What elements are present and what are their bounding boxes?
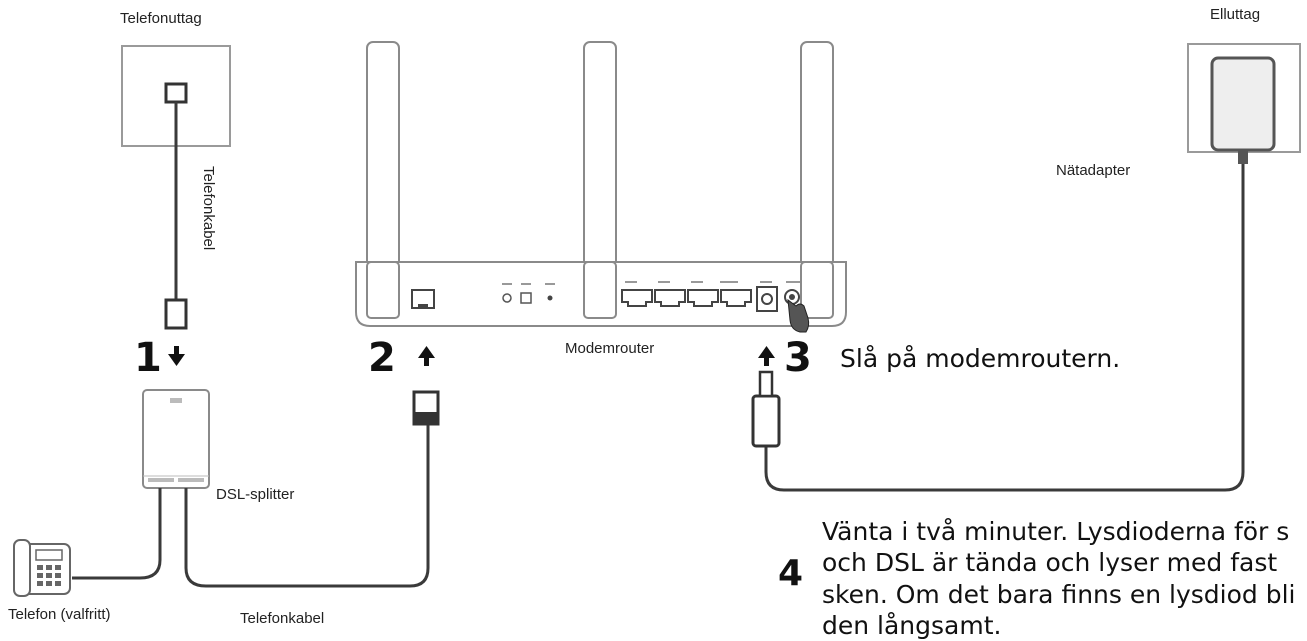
label-phone-cable-vertical: Telefonkabel — [200, 166, 217, 251]
power-cable — [764, 164, 1245, 492]
router-dsl-plug — [412, 390, 440, 426]
hand-pointer-icon — [787, 298, 810, 333]
step-4-text: Vänta i två minuter. Lysdioderna för s o… — [822, 516, 1295, 641]
step-number-3: 3 — [784, 335, 812, 381]
step-3-text: Slå på modemroutern. — [840, 344, 1121, 373]
label-telefonuttag: Telefonuttag — [120, 10, 202, 27]
step-number-1: 1 — [134, 335, 162, 381]
step-4-line: och DSL är tända och lyser med fast — [822, 548, 1278, 578]
label-phone-cable-bottom: Telefonkabel — [240, 610, 325, 627]
dsl-splitter — [142, 389, 210, 489]
telephone-icon — [13, 539, 71, 597]
cable-to-phone — [72, 488, 162, 580]
router-lan-ports — [621, 289, 752, 307]
label-elluttag: Elluttag — [1210, 6, 1261, 23]
arrow-down-icon — [168, 346, 185, 366]
step-4-line: Vänta i två minuter. Lysdioderna för s — [822, 517, 1290, 546]
label-dsl-splitter: DSL-splitter — [216, 486, 295, 503]
arrow-up-icon — [758, 346, 775, 366]
cable-splitter-to-router — [184, 422, 430, 588]
phone-cable-to-splitter — [164, 102, 188, 330]
step-4-line: sken. Om det bara finns en lysdiod bli — [822, 579, 1296, 609]
power-plug — [751, 370, 781, 448]
label-natadapter: Nätadapter — [1056, 162, 1131, 179]
step-4-line: den långsamt. — [822, 610, 1002, 640]
label-phone-optional: Telefon (valfritt) — [8, 606, 111, 623]
arrow-up-icon — [418, 346, 435, 366]
step-number-2: 2 — [368, 335, 396, 381]
power-adapter — [1210, 56, 1276, 164]
label-modemrouter: Modemrouter — [565, 340, 655, 357]
modem-router — [355, 41, 847, 327]
step-number-4: 4 — [778, 553, 804, 594]
